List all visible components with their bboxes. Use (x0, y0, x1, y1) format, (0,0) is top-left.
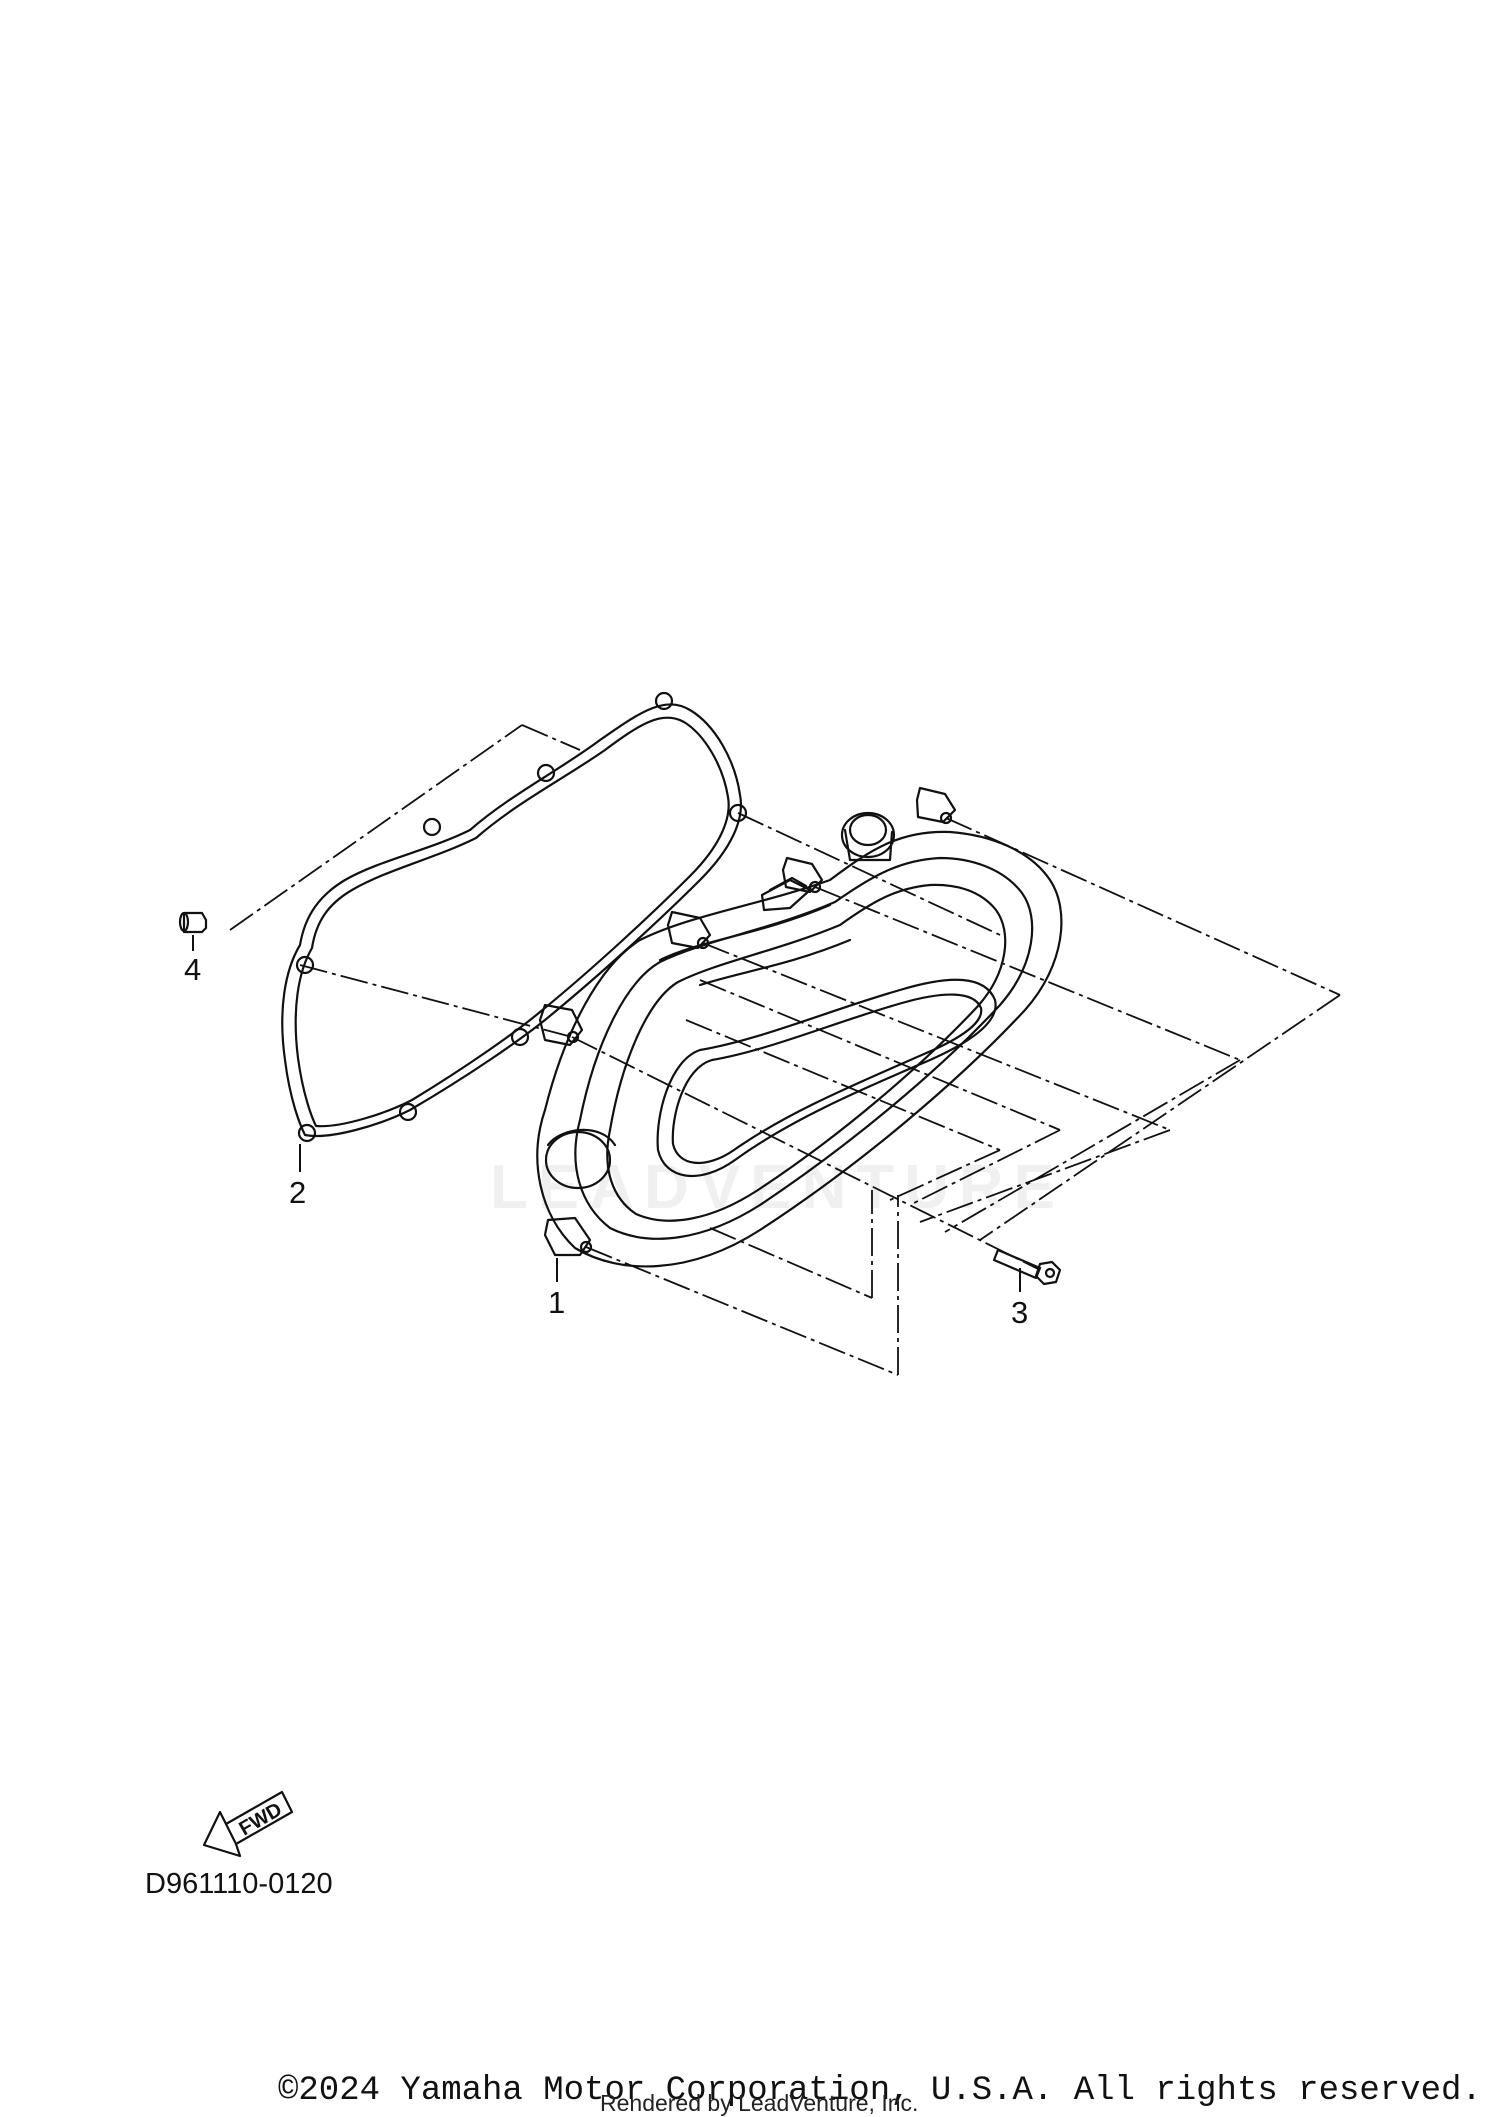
watermark: LEADVENTURE (490, 1153, 1066, 1222)
fwd-arrow-icon (202, 1790, 294, 1858)
callout-leaders (192, 935, 1021, 1292)
dowel-pin-part-4 (178, 911, 208, 934)
copyright-notice: ©2024 Yamaha Motor Corporation, U.S.A. A… (278, 2072, 1482, 2110)
callout-part-2[interactable]: 2 (289, 1175, 307, 1210)
bolt-part-3 (992, 1248, 1062, 1286)
diagram-code: D961110-0120 (145, 1868, 333, 1900)
leader-lines (229, 724, 1341, 1376)
callout-part-3[interactable]: 3 (1011, 1295, 1029, 1330)
callout-part-1[interactable]: 1 (548, 1285, 566, 1320)
callout-part-4[interactable]: 4 (184, 952, 202, 987)
gasket-part-2 (281, 691, 748, 1143)
rendered-by-notice: Rendered by LeadVenture, Inc. (600, 2090, 919, 2116)
